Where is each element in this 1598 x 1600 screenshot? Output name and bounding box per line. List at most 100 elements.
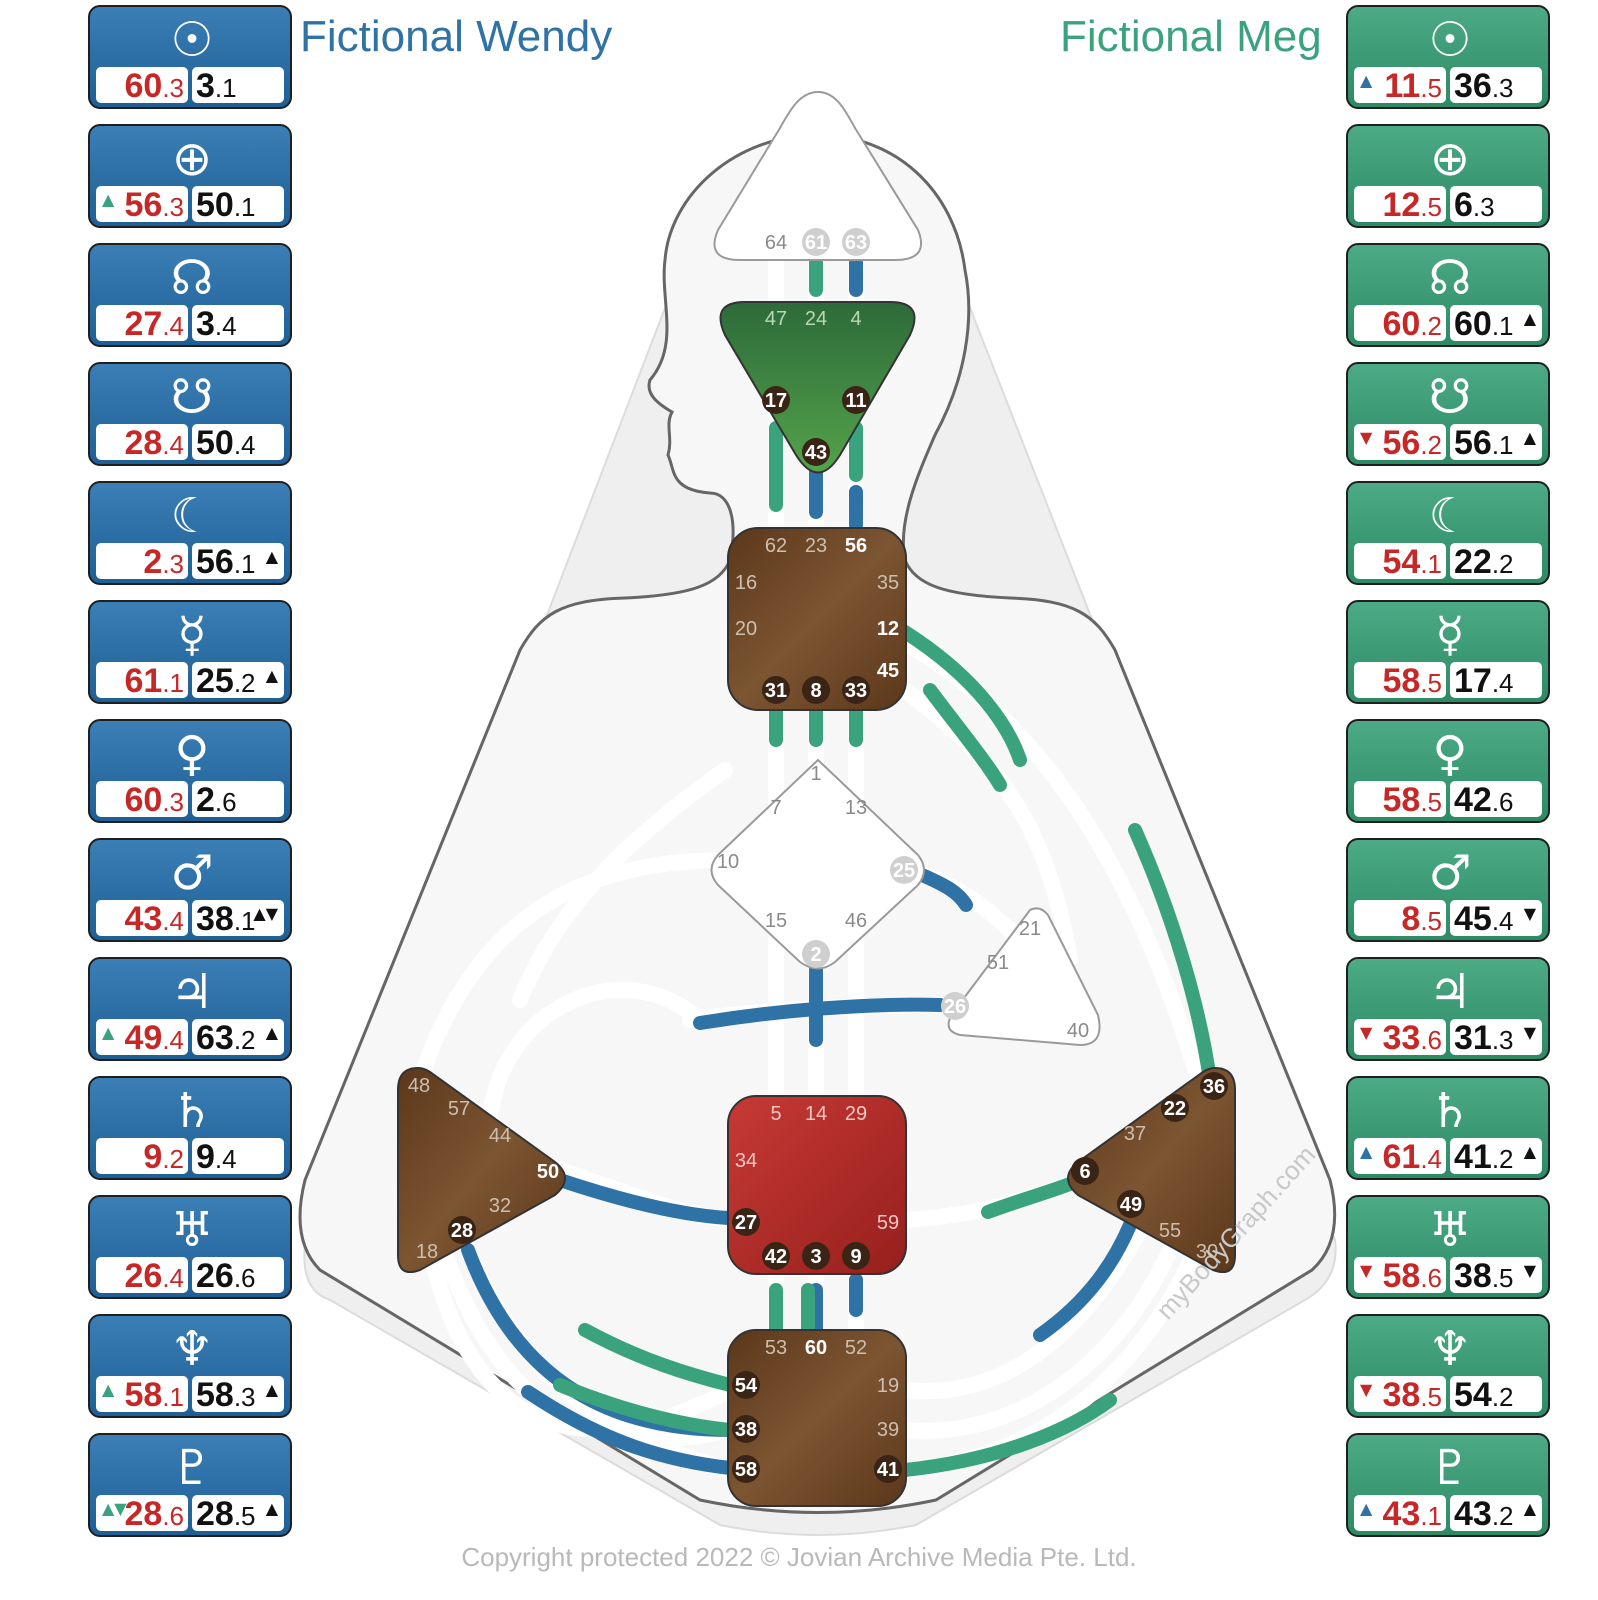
g-center [710,758,925,970]
gate-label-sacral-2: 29 [845,1103,867,1125]
gate-marker-throat-9 [802,676,830,704]
gate-label-g-0: 1 [810,763,821,785]
gate-marker-sacral-7 [802,1242,830,1270]
design-gate-value: 9.2 [96,1138,188,1176]
personality-gate-value: 41.2▲ [1450,1138,1542,1176]
personality-arrow-icon: ▼ [1523,1023,1536,1042]
gate-label-throat-2: 56 [845,535,867,557]
personality-gate-value: 54.2 [1450,1376,1542,1414]
design-gate-value: ▲49.4 [96,1019,188,1057]
design-gate-value: ▲11.5 [1354,67,1446,105]
gate-label-solar_plexus-3: 6 [1079,1161,1090,1183]
design-gate-value: 43.4 [96,900,188,938]
moon-icon: ☾ [170,488,214,544]
gate-label-head-0: 64 [765,232,787,254]
gate-label-throat-10: 33 [845,680,867,702]
gate-marker-solar_plexus-1 [1161,1094,1189,1122]
design-arrow-icon: ▲ [102,1380,115,1399]
gate-label-g-4: 25 [893,860,915,882]
personality-gate-value: 56.1▲ [192,543,284,581]
personality-gate-value: 28.5▲ [192,1495,284,1533]
personality-gate-value: 42.6 [1450,781,1542,819]
gate-marker-solar_plexus-3 [1071,1157,1099,1185]
gate-label-solar_plexus-2: 37 [1124,1123,1146,1145]
personality-arrow-icon: ▲ [265,1023,278,1042]
personality-arrow-icon: ▲ [265,1499,278,1518]
sun-icon: ☉ [1428,12,1472,68]
south-node-icon: ☋ [170,369,214,425]
saturn-icon: ♄ [1428,1083,1472,1139]
gate-label-root-5: 38 [735,1419,757,1441]
design-gate-value: ▲58.1 [96,1376,188,1414]
personality-arrow-icon: ▼ [1523,1261,1536,1280]
gate-label-throat-6: 12 [877,618,899,640]
personality-arrow-icon: ▲ [1523,1142,1536,1161]
gate-marker-throat-10 [842,676,870,704]
sun-icon: ☉ [170,12,214,68]
north-node-icon: ☊ [1428,250,1472,306]
gate-label-ego-0: 21 [1019,918,1041,940]
gate-label-spleen-6: 18 [416,1241,438,1263]
gate-marker-head-2 [842,228,870,256]
design-gate-value: ▼33.6 [1354,1019,1446,1057]
gate-label-spleen-0: 48 [408,1075,430,1097]
design-gate-value: ▼56.2 [1354,424,1446,462]
design-arrow-icon: ▼ [1360,1023,1373,1042]
gate-label-g-3: 10 [717,851,739,873]
gate-label-throat-5: 20 [735,618,757,640]
gate-marker-root-5 [732,1415,760,1443]
design-gate-value: 2.3 [96,543,188,581]
personality-gate-value: 63.2▲ [192,1019,284,1057]
gate-label-ajna-0: 47 [765,308,787,330]
design-gate-value: 60.3 [96,67,188,105]
gate-marker-g-4 [890,856,918,884]
gate-label-root-4: 19 [877,1375,899,1397]
design-gate-value: 60.2 [1354,305,1446,343]
gate-label-ajna-4: 11 [845,390,866,412]
gate-label-sacral-4: 27 [735,1212,757,1234]
neptune-icon: ♆ [170,1321,214,1377]
gate-label-solar_plexus-0: 36 [1203,1076,1225,1098]
meg-activations [553,255,1217,1477]
design-arrow-icon: ▲▼ [102,1499,127,1518]
design-gate-value: 58.5 [1354,662,1446,700]
meg-title: Fictional Meg [1060,12,1322,61]
gate-label-ego-1: 51 [987,952,1009,974]
solar-plexus-center [1067,1066,1236,1274]
personality-gate-value: 3.4 [192,305,284,343]
moon-icon: ☾ [1428,488,1472,544]
gate-label-throat-9: 8 [810,680,821,702]
gate-label-throat-8: 31 [765,680,787,702]
personality-gate-value: 3.1 [192,67,284,105]
design-gate-value: 28.4 [96,424,188,462]
gate-label-spleen-4: 32 [489,1195,511,1217]
